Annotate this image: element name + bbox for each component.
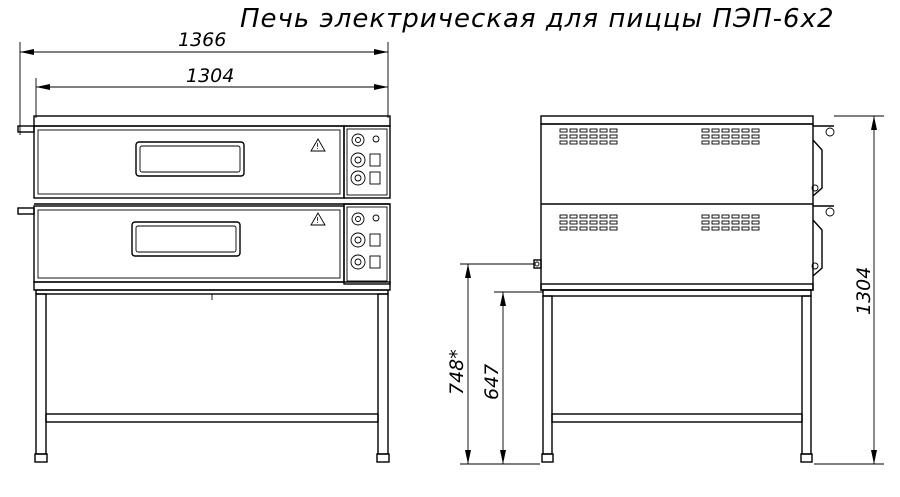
dimension-label-748: 748* bbox=[446, 349, 468, 395]
side-leg-right bbox=[801, 295, 812, 455]
vent-slots-upper-right bbox=[701, 128, 760, 145]
side-crossbar bbox=[551, 413, 803, 423]
oven-top-lid bbox=[33, 115, 391, 127]
side-stand bbox=[541, 295, 813, 463]
vent-slots-lower-right bbox=[701, 214, 760, 231]
stand-top-frame bbox=[35, 289, 389, 295]
control-knob-icon bbox=[350, 152, 366, 168]
side-view: 1304 748* 647 bbox=[446, 115, 884, 465]
warning-triangle-icon: ! bbox=[310, 212, 326, 226]
side-body bbox=[540, 123, 814, 291]
side-base-plate bbox=[540, 283, 814, 291]
upper-door-window bbox=[135, 141, 245, 177]
dimension-overall-width: 1366 bbox=[19, 29, 389, 135]
control-knob-icon bbox=[350, 254, 366, 270]
side-leg-left bbox=[542, 295, 553, 455]
oven-base-plate bbox=[33, 281, 391, 291]
rear-connector bbox=[533, 259, 542, 269]
dimension-work-height: 748* bbox=[446, 263, 540, 465]
control-knob-icon bbox=[350, 170, 366, 186]
svg-text:!: ! bbox=[316, 216, 319, 225]
stand bbox=[34, 293, 390, 463]
warning-triangle-icon: ! bbox=[310, 138, 326, 152]
side-stand-top-frame bbox=[542, 289, 812, 297]
lower-control-panel bbox=[343, 203, 391, 285]
side-top-lid bbox=[540, 115, 814, 125]
drawing-title: Печь электрическая для пиццы ПЭП-6х2 bbox=[240, 4, 835, 34]
lower-chamber: ! bbox=[33, 203, 390, 283]
upper-chamber: ! bbox=[33, 125, 390, 199]
side-foot-right bbox=[800, 453, 813, 463]
stand-leg-right bbox=[377, 293, 389, 455]
control-knob-icon bbox=[351, 133, 365, 147]
stand-leg-left bbox=[35, 293, 47, 455]
side-foot-left bbox=[541, 453, 554, 463]
front-view: 1366 1304 ! bbox=[17, 29, 391, 463]
dimension-height: 1304 bbox=[814, 115, 884, 465]
side-door-handles bbox=[811, 125, 835, 277]
upper-control-panel bbox=[343, 125, 391, 199]
dimension-label-1304-height: 1304 bbox=[853, 267, 875, 315]
dimension-body-width: 1304 bbox=[35, 65, 388, 118]
vent-slots-upper-left bbox=[559, 128, 618, 145]
control-knob-icon bbox=[350, 232, 366, 248]
dimension-label-1304-top: 1304 bbox=[186, 65, 234, 87]
stand-foot-right bbox=[376, 453, 390, 463]
vent-slots-lower-left bbox=[559, 214, 618, 231]
control-knob-icon bbox=[351, 212, 365, 226]
svg-text:!: ! bbox=[316, 142, 319, 151]
dimension-label-647: 647 bbox=[481, 364, 503, 400]
dimension-label-1366: 1366 bbox=[178, 29, 226, 51]
dimension-stand-height: 647 bbox=[481, 291, 543, 464]
hinge-pin-lower bbox=[17, 207, 35, 215]
stand-crossbar bbox=[45, 413, 379, 423]
lower-door-window bbox=[131, 221, 241, 257]
stand-foot-left bbox=[34, 453, 48, 463]
